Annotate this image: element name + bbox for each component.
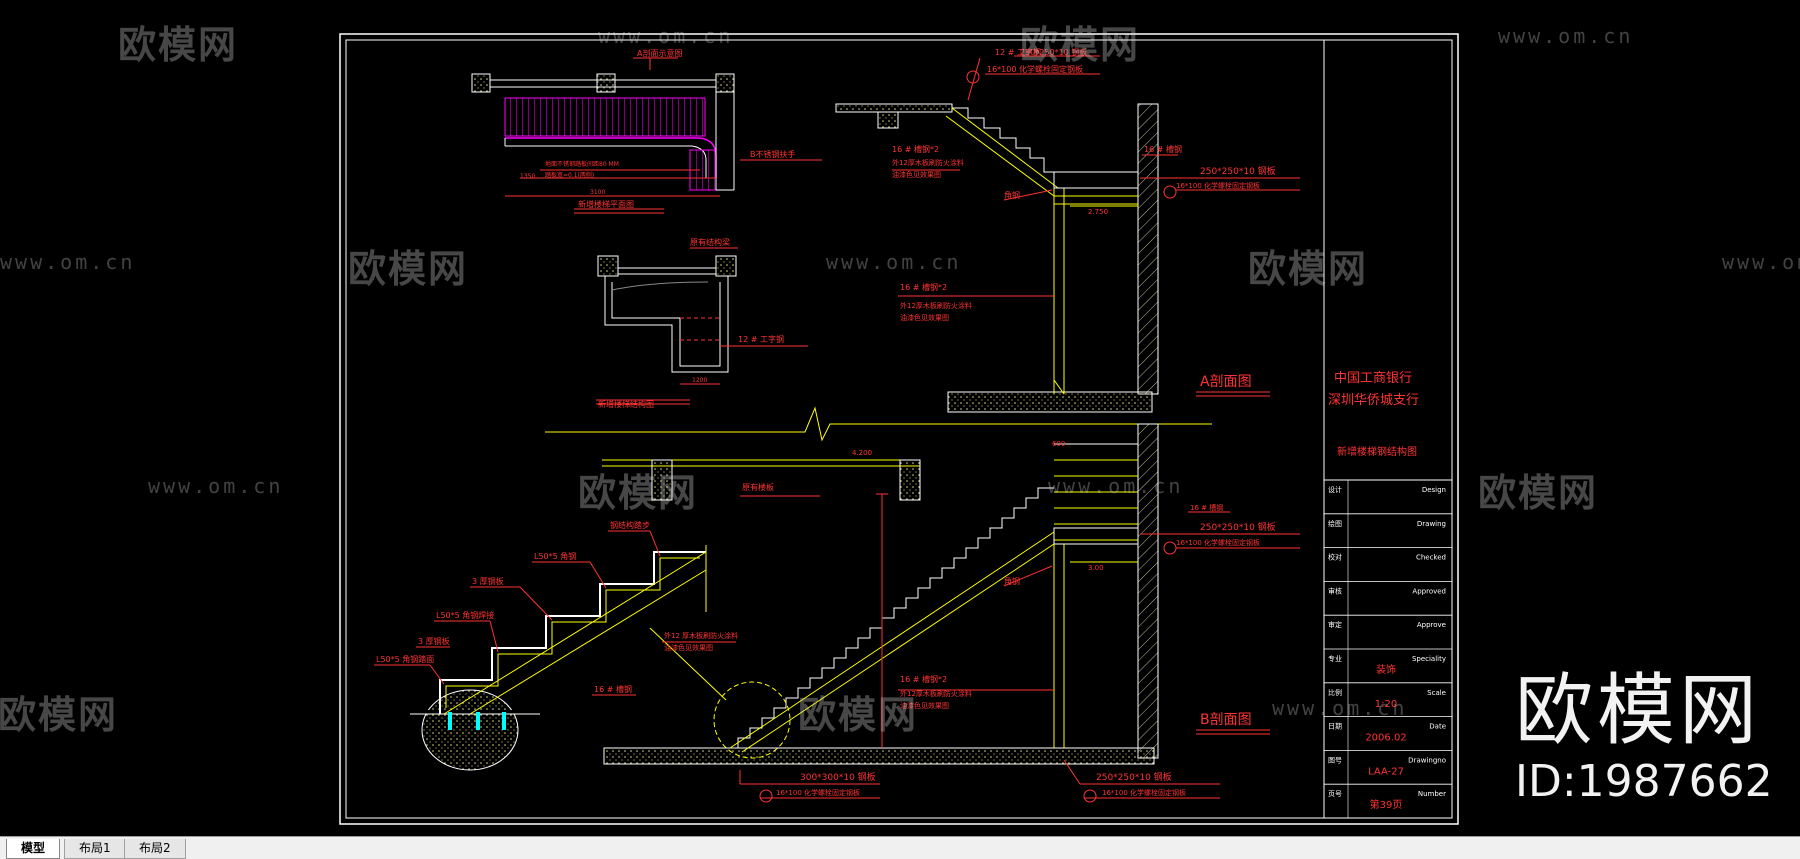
title-block-row-en: Drawing (1417, 520, 1446, 528)
title-block-row-label: 页号 (1328, 790, 1342, 798)
title-block-row-en: Date (1429, 723, 1446, 731)
svg-text:16*100 化学螺栓固定钢板: 16*100 化学螺栓固定钢板 (776, 788, 860, 797)
svg-text:外12 厚木板刷防火涂料: 外12 厚木板刷防火涂料 (664, 631, 738, 640)
stair-step-detail-labels: L50*5 角钢 钢结构踏步 3 厚钢板 L50*5 角钢焊接 3 厚钢板 L5… (374, 520, 738, 696)
svg-text:原有楼板: 原有楼板 (742, 482, 774, 492)
svg-text:250*250*10 钢板: 250*250*10 钢板 (1096, 771, 1172, 783)
title-block-row-label: 比例 (1328, 688, 1342, 697)
title-block-row-label: 设计 (1328, 485, 1342, 494)
stair-step-detail (410, 545, 727, 770)
svg-text:3 厚钢板: 3 厚钢板 (472, 576, 504, 586)
title-block-row-value: 第39页 (1370, 798, 1403, 811)
title-block-row-value: 2006.02 (1365, 733, 1406, 744)
stair-structure-detail: 原有结构梁 12 # 工字钢 1200 新增楼梯结构图 (596, 237, 808, 409)
svg-text:16 # 槽钢*2: 16 # 槽钢*2 (892, 144, 939, 154)
tb-drawing-name: 新增楼梯钢结构图 (1337, 445, 1417, 458)
plan-title: 新增楼梯平面图 (578, 199, 634, 209)
svg-text:16 # 槽钢: 16 # 槽钢 (1190, 503, 1223, 512)
svg-text:油漆色见效果图: 油漆色见效果图 (664, 643, 713, 652)
tab-layout2[interactable]: 布局2 (124, 839, 186, 859)
svg-text:角钢: 角钢 (1004, 576, 1020, 586)
sheet-outer-border (339, 33, 1459, 825)
title-block-row-en: Approved (1412, 587, 1446, 595)
svg-text:600: 600 (1052, 440, 1065, 448)
svg-text:角钢: 角钢 (1004, 190, 1020, 200)
title-block-row-en: Scale (1427, 689, 1446, 697)
section-a-title: A剖面图 (1200, 374, 1252, 390)
section-a-labels: 12 # 工字钢 250*250*10 钢板 16*100 化学螺栓固定钢板 1… (892, 47, 1300, 397)
stair-plan: A剖面示意图 B不锈钢扶手 地面不锈钢踏板间距80 MM 踏板宽=0.1(两侧)… (471, 48, 822, 214)
svg-text:3100: 3100 (590, 189, 605, 196)
svg-text:12 # 工字钢: 12 # 工字钢 (738, 334, 784, 344)
title-block-row-en: Number (1418, 790, 1446, 798)
svg-text:250*250*10 钢板: 250*250*10 钢板 (1200, 521, 1276, 533)
svg-text:钢结构踏步: 钢结构踏步 (610, 520, 650, 530)
svg-text:16*100 化学螺栓固定钢板: 16*100 化学螺栓固定钢板 (1176, 181, 1260, 190)
sheet-inner-border (345, 39, 1453, 819)
svg-text:16 # 槽钢: 16 # 槽钢 (594, 684, 632, 694)
svg-text:油漆色见效果图: 油漆色见效果图 (900, 313, 949, 322)
svg-text:原有结构梁: 原有结构梁 (690, 237, 730, 247)
svg-text:2.750: 2.750 (1088, 208, 1108, 216)
svg-text:16*100 化学螺栓固定钢板: 16*100 化学螺栓固定钢板 (1102, 788, 1186, 797)
svg-text:外12厚木板刷防火涂料: 外12厚木板刷防火涂料 (900, 301, 972, 310)
detail-title: 新增楼梯结构图 (598, 399, 654, 409)
title-block-row-label: 审核 (1328, 586, 1342, 595)
svg-text:300*300*10 钢板: 300*300*10 钢板 (800, 771, 876, 783)
title-block-row-en: Drawingno (1408, 756, 1446, 764)
svg-text:250*250*10 钢板: 250*250*10 钢板 (1200, 165, 1276, 177)
svg-text:1350: 1350 (520, 173, 535, 180)
svg-text:外12厚木板刷防火涂料: 外12厚木板刷防火涂料 (900, 689, 972, 698)
tb-project-line1: 中国工商银行 (1334, 371, 1412, 386)
tab-model[interactable]: 模型 (6, 839, 61, 859)
svg-text:L50*5 角钢焊接: L50*5 角钢焊接 (436, 610, 494, 620)
svg-text:外12厚木板刷防火涂料: 外12厚木板刷防火涂料 (892, 158, 964, 167)
svg-text:16 # 槽钢*2: 16 # 槽钢*2 (900, 282, 947, 292)
title-block-row-label: 日期 (1328, 723, 1342, 731)
title-block-rows: 设计 Design 绘图 Drawing 校对 Checked 审核 Approved 审定 Ap… (1324, 480, 1452, 819)
title-block-row-en: Checked (1416, 554, 1446, 562)
svg-text:250*250*10 钢板: 250*250*10 钢板 (1020, 47, 1087, 57)
svg-text:地面不锈钢踏板间距80 MM: 地面不锈钢踏板间距80 MM (545, 160, 619, 168)
break-line (545, 406, 1212, 442)
svg-text:L50*5 角钢: L50*5 角钢 (534, 551, 576, 561)
title-block-row-label: 专业 (1328, 654, 1342, 663)
brand-id: ID:1987662 (1515, 756, 1773, 807)
title-block-row-en: Speciality (1412, 655, 1446, 663)
svg-text:3.00: 3.00 (1088, 564, 1104, 572)
svg-text:B不锈钢扶手: B不锈钢扶手 (750, 149, 796, 159)
svg-text:油漆色见效果图: 油漆色见效果图 (900, 701, 949, 710)
tab-layout1[interactable]: 布局1 (64, 839, 126, 859)
title-block-row-value: 1:20 (1375, 699, 1397, 710)
title-block-row-value: 装饰 (1376, 663, 1396, 676)
brand-logo: 欧模网 (1515, 666, 1762, 756)
title-block-row-label: 绘图 (1328, 519, 1342, 528)
section-b-labels: 600 4.200 原有楼板 16 # 槽钢 250*250*10 钢板 16*… (739, 440, 1300, 803)
section-b-title: B剖面图 (1200, 712, 1252, 728)
svg-text:16*100 化学螺栓固定钢板: 16*100 化学螺栓固定钢板 (1176, 538, 1260, 547)
title-block-row-en: Design (1422, 486, 1446, 494)
title-block-row-label: 图号 (1328, 756, 1342, 764)
cad-drawing[interactable]: 中国工商银行 深圳华侨城支行 新增楼梯钢结构图 设计 Design 绘图 Drawin… (0, 0, 1800, 836)
title-block-row-label: 校对 (1328, 553, 1342, 562)
section-b (602, 423, 1159, 765)
layout-tab-bar: 模型 布局1 布局2 (0, 836, 1800, 859)
svg-text:16 # 槽钢*2: 16 # 槽钢*2 (900, 674, 947, 684)
svg-text:12 # 工字钢: 12 # 工字钢 (995, 47, 1041, 57)
svg-text:16*100 化学螺栓固定钢板: 16*100 化学螺栓固定钢板 (987, 64, 1083, 74)
svg-text:4.200: 4.200 (852, 449, 872, 457)
svg-text:16 # 槽钢: 16 # 槽钢 (1144, 144, 1182, 154)
svg-text:踏板宽=0.1(两侧): 踏板宽=0.1(两侧) (545, 171, 594, 179)
section-a (835, 103, 1159, 413)
title-block-row-label: 审定 (1328, 620, 1342, 629)
svg-text:A剖面示意图: A剖面示意图 (637, 48, 682, 58)
svg-text:1200: 1200 (692, 377, 707, 384)
svg-text:油漆色见效果图: 油漆色见效果图 (892, 170, 941, 179)
svg-text:3 厚钢板: 3 厚钢板 (418, 636, 450, 646)
title-block-row-en: Approve (1417, 621, 1446, 629)
tb-project-line2: 深圳华侨城支行 (1328, 393, 1419, 408)
cad-model-space[interactable]: 中国工商银行 深圳华侨城支行 新增楼梯钢结构图 设计 Design 绘图 Drawin… (0, 0, 1800, 836)
svg-text:L50*5 角钢踏面: L50*5 角钢踏面 (376, 654, 434, 664)
title-block-row-value: LAA-27 (1368, 766, 1404, 777)
